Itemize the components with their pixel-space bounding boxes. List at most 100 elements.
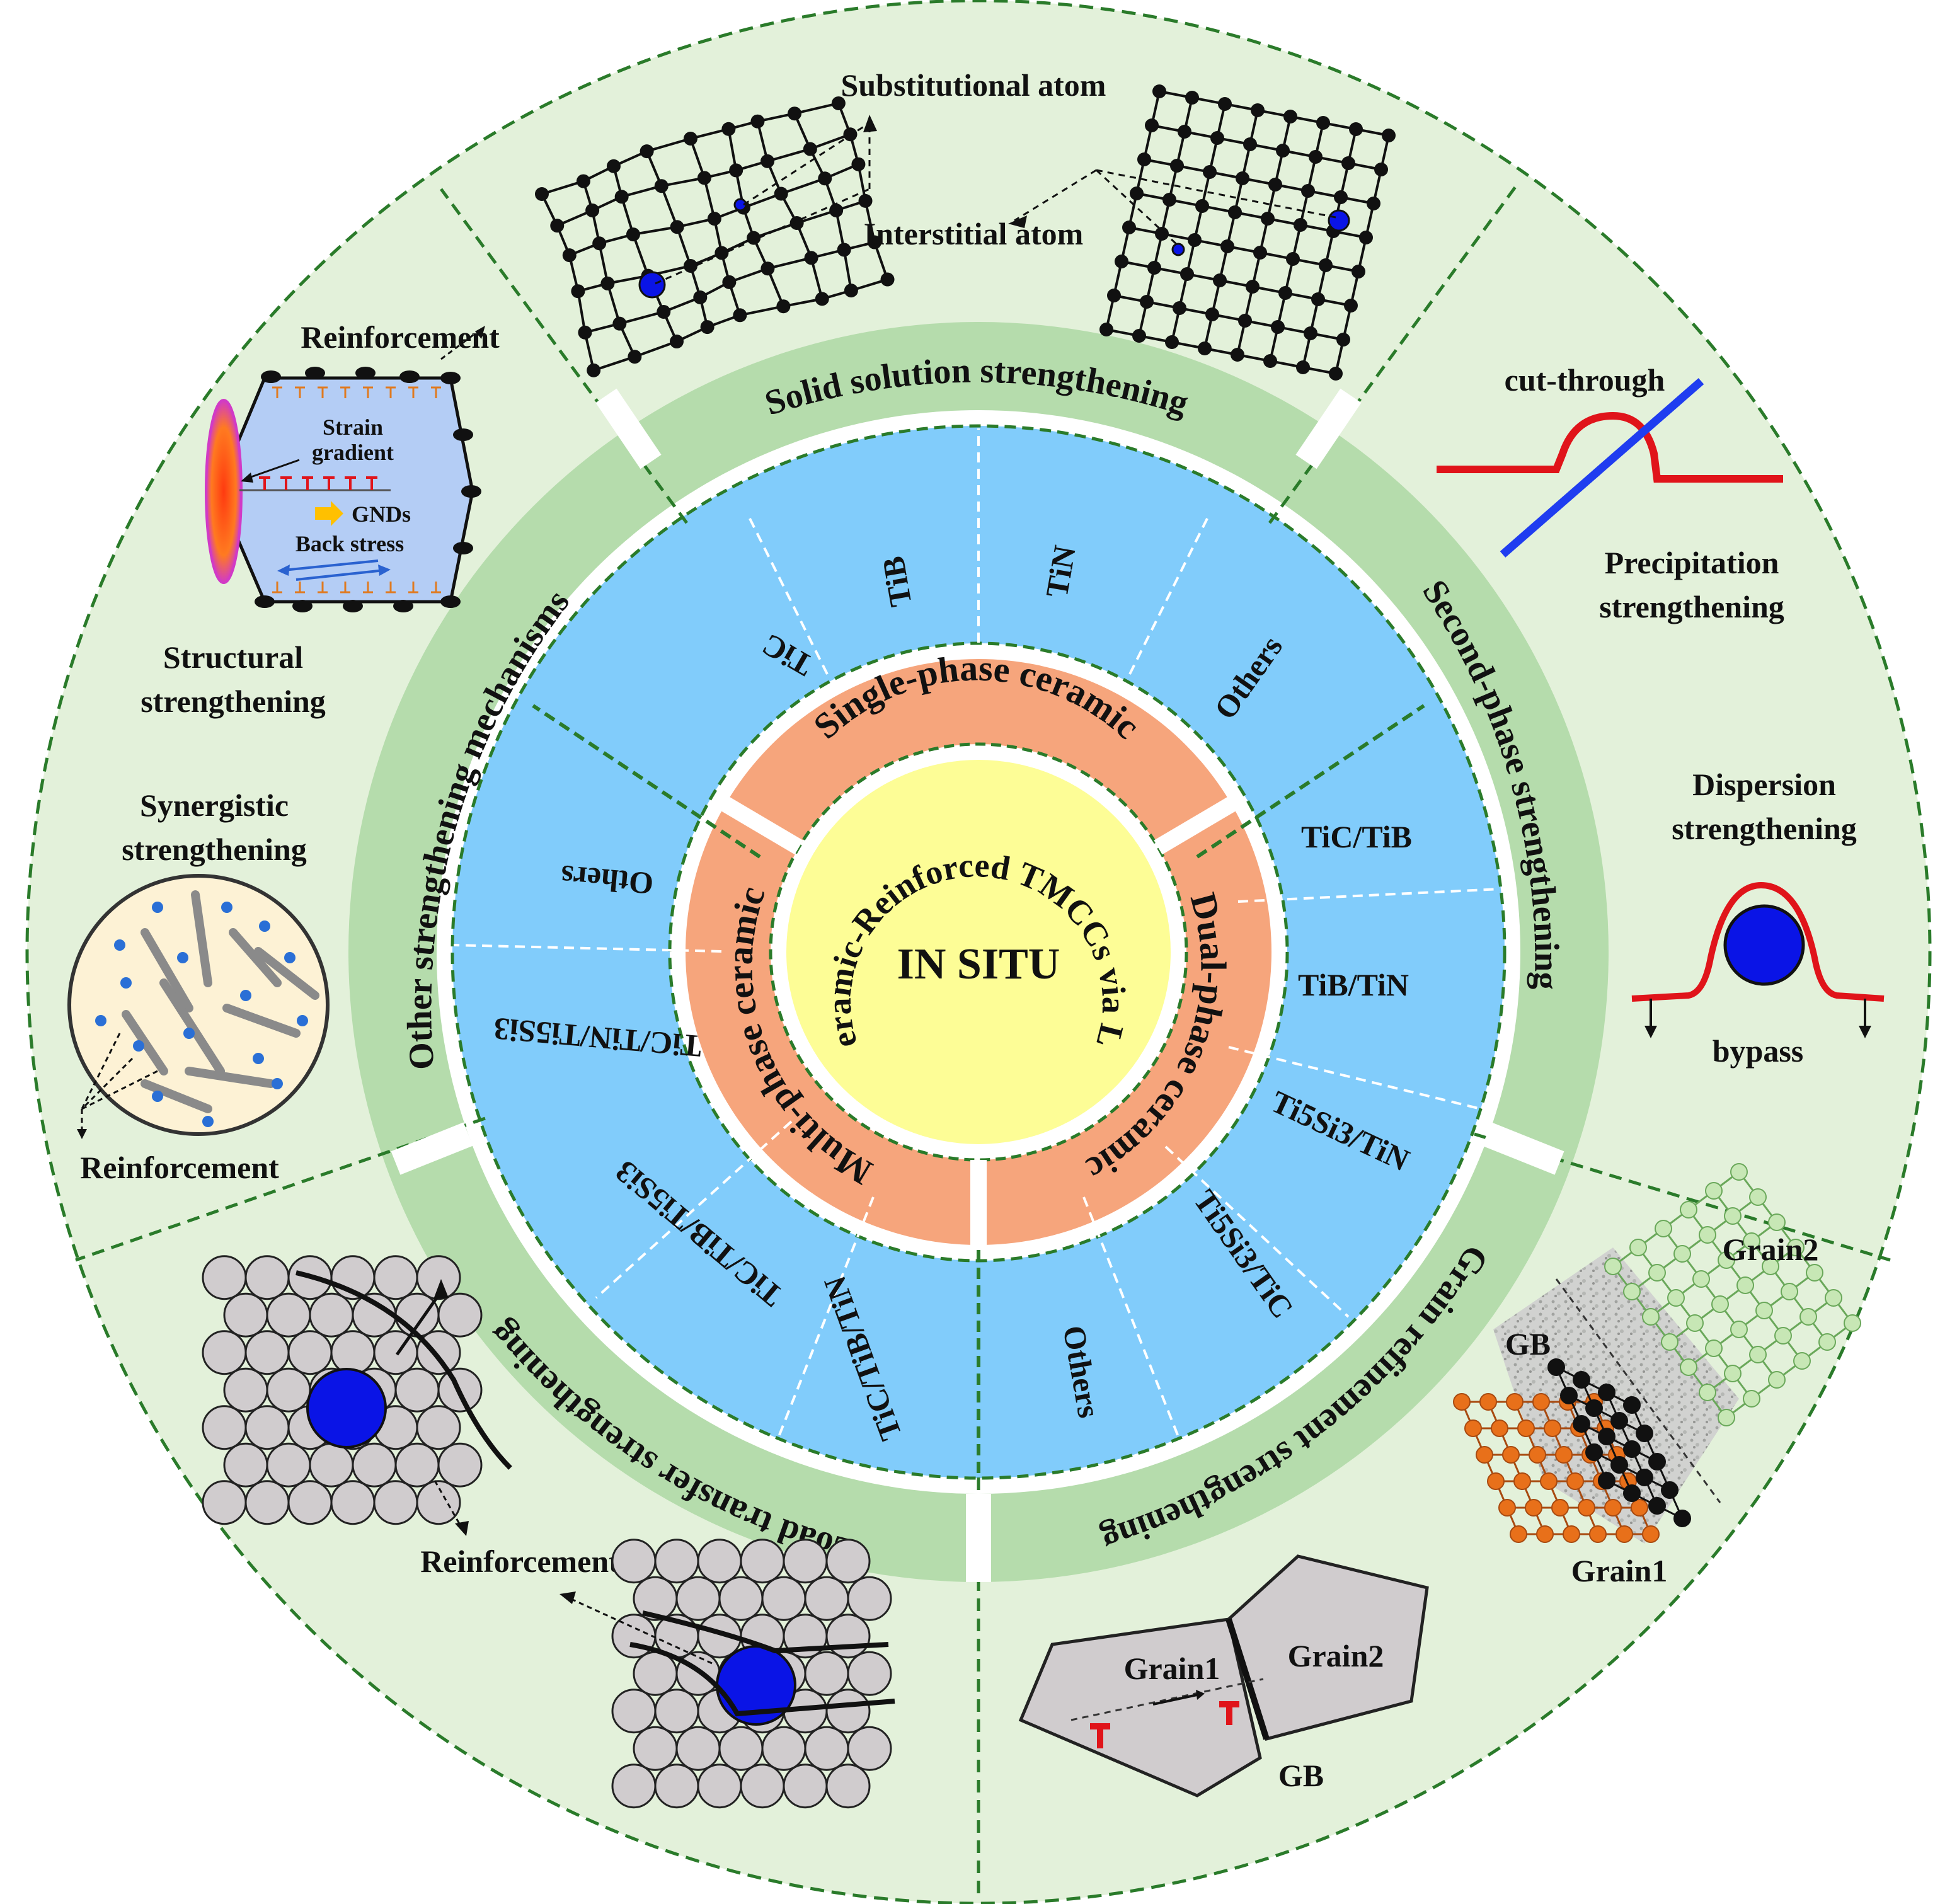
lattice-atom: [1301, 184, 1315, 198]
lattice-atom: [829, 204, 844, 218]
lattice-atom: [1283, 110, 1297, 123]
lattice-atom: [1251, 103, 1265, 117]
reinforcement-dot: [305, 367, 325, 379]
ceramic-dividers: [453, 428, 1500, 1437]
lattice-atom: [1311, 292, 1325, 306]
matrix-particle: [223, 1367, 268, 1413]
lattice-atom: [818, 171, 832, 186]
ceramic-cell: TiB/TiN: [1298, 967, 1409, 1002]
grain-atom: [1623, 1440, 1641, 1458]
lattice-atom: [1210, 131, 1224, 145]
reinforcement-dot: [355, 367, 376, 379]
grain-atom: [1598, 1384, 1616, 1401]
matrix-particle: [740, 1763, 785, 1809]
grain-atom: [1589, 1525, 1607, 1543]
lattice-atom: [815, 292, 829, 306]
ring-structure: [25, 0, 1932, 1904]
matrix-particle: [847, 1651, 892, 1696]
lattice-atom: [1218, 97, 1232, 111]
grain-atom: [1636, 1425, 1653, 1442]
back-stress-label: Back stress: [296, 531, 404, 556]
matrix-particle: [394, 1367, 440, 1413]
grain-atom: [1825, 1289, 1842, 1307]
grain-atom: [1648, 1264, 1666, 1282]
whisker-reinforcements: [122, 890, 319, 1113]
substitutional-label: Substitutional atom: [841, 67, 1106, 103]
lattice-atom: [1271, 320, 1285, 334]
grain-atom: [1610, 1456, 1628, 1474]
grain-atom: [1793, 1352, 1811, 1370]
grain-atom: [1762, 1258, 1779, 1275]
grain1-shape: [1018, 1617, 1262, 1798]
grain-atom: [1513, 1472, 1531, 1490]
core-title: IN SITU: [897, 940, 1060, 989]
lattice-atom: [1115, 255, 1128, 268]
dispersion-particle: [1723, 904, 1805, 986]
precipitation-illustration: cut-through Precipitation strengthening: [1437, 362, 1784, 624]
grain-atom: [1642, 1308, 1660, 1326]
grain-atom: [1661, 1333, 1679, 1351]
lattice-atom: [1236, 171, 1249, 185]
ceramic-cell: Others: [560, 859, 655, 902]
whisker: [254, 947, 319, 1000]
lattice-atom: [1231, 348, 1244, 362]
lattice-atom: [1316, 116, 1330, 130]
matrix-particle: [394, 1442, 440, 1488]
hexagon-dislocations: [272, 386, 441, 594]
grain-atom: [1749, 1188, 1767, 1206]
grain-atom: [1525, 1499, 1542, 1517]
whisker: [159, 978, 225, 1075]
lattice-atom: [1261, 212, 1275, 226]
lattice-atom: [733, 308, 747, 323]
particle: [152, 1091, 163, 1102]
lattice-atom: [721, 122, 736, 136]
particle: [183, 1028, 195, 1039]
reinforcement-dot: [292, 600, 313, 612]
lattice-atom: [831, 96, 846, 110]
grain-atom: [1555, 1446, 1573, 1464]
lattice-atom: [1147, 261, 1161, 275]
lattice-atom: [585, 203, 600, 217]
dispersion-illustration: Dispersion strengthening bypass: [1631, 767, 1885, 1069]
grain1-label-bottom: Grain1: [1124, 1651, 1220, 1686]
grain-atom: [1631, 1499, 1648, 1517]
lattice-atom: [1137, 152, 1151, 166]
matrix-particle: [697, 1539, 742, 1584]
grain-atom: [1598, 1472, 1616, 1489]
lattice-atom: [1228, 205, 1242, 219]
particle: [297, 1015, 308, 1026]
matrix-particle: [718, 1726, 764, 1771]
lattice-atom: [715, 246, 729, 260]
grain-atom: [1774, 1327, 1792, 1345]
grain-atom: [1498, 1499, 1516, 1517]
lattice-atom: [1203, 165, 1217, 179]
grain-atom: [1532, 1393, 1550, 1411]
grain-atom: [1724, 1207, 1742, 1225]
matrix-particle: [697, 1763, 742, 1809]
lattice-atom: [1286, 252, 1300, 266]
matrix-particle: [244, 1480, 290, 1525]
matrix-particle: [611, 1539, 657, 1584]
precipitation-label-2: strengthening: [1599, 589, 1784, 624]
grain-atom: [1736, 1276, 1754, 1294]
particle: [284, 952, 296, 963]
lattice-atom: [1278, 286, 1292, 300]
dispersion-label-2: strengthening: [1672, 811, 1857, 846]
matrix-particle: [330, 1480, 376, 1525]
grain-atom: [1743, 1232, 1760, 1250]
matrix-particle: [611, 1689, 657, 1734]
grain-atom: [1680, 1358, 1697, 1376]
ceramic-cell: TiB: [875, 554, 919, 609]
lattice-atom: [693, 290, 708, 305]
grain-atom: [1680, 1201, 1697, 1219]
grain-atom: [1604, 1258, 1622, 1275]
matrix-particle: [416, 1405, 461, 1450]
lattice-atom: [1213, 273, 1227, 287]
lattice-atom: [1122, 221, 1136, 234]
grain-atom: [1711, 1295, 1729, 1313]
particle: [253, 1053, 264, 1064]
lattice-atom: [640, 144, 654, 159]
lattice-atom: [657, 304, 671, 319]
lattice-atom: [654, 179, 669, 193]
grain-atom: [1768, 1213, 1786, 1231]
